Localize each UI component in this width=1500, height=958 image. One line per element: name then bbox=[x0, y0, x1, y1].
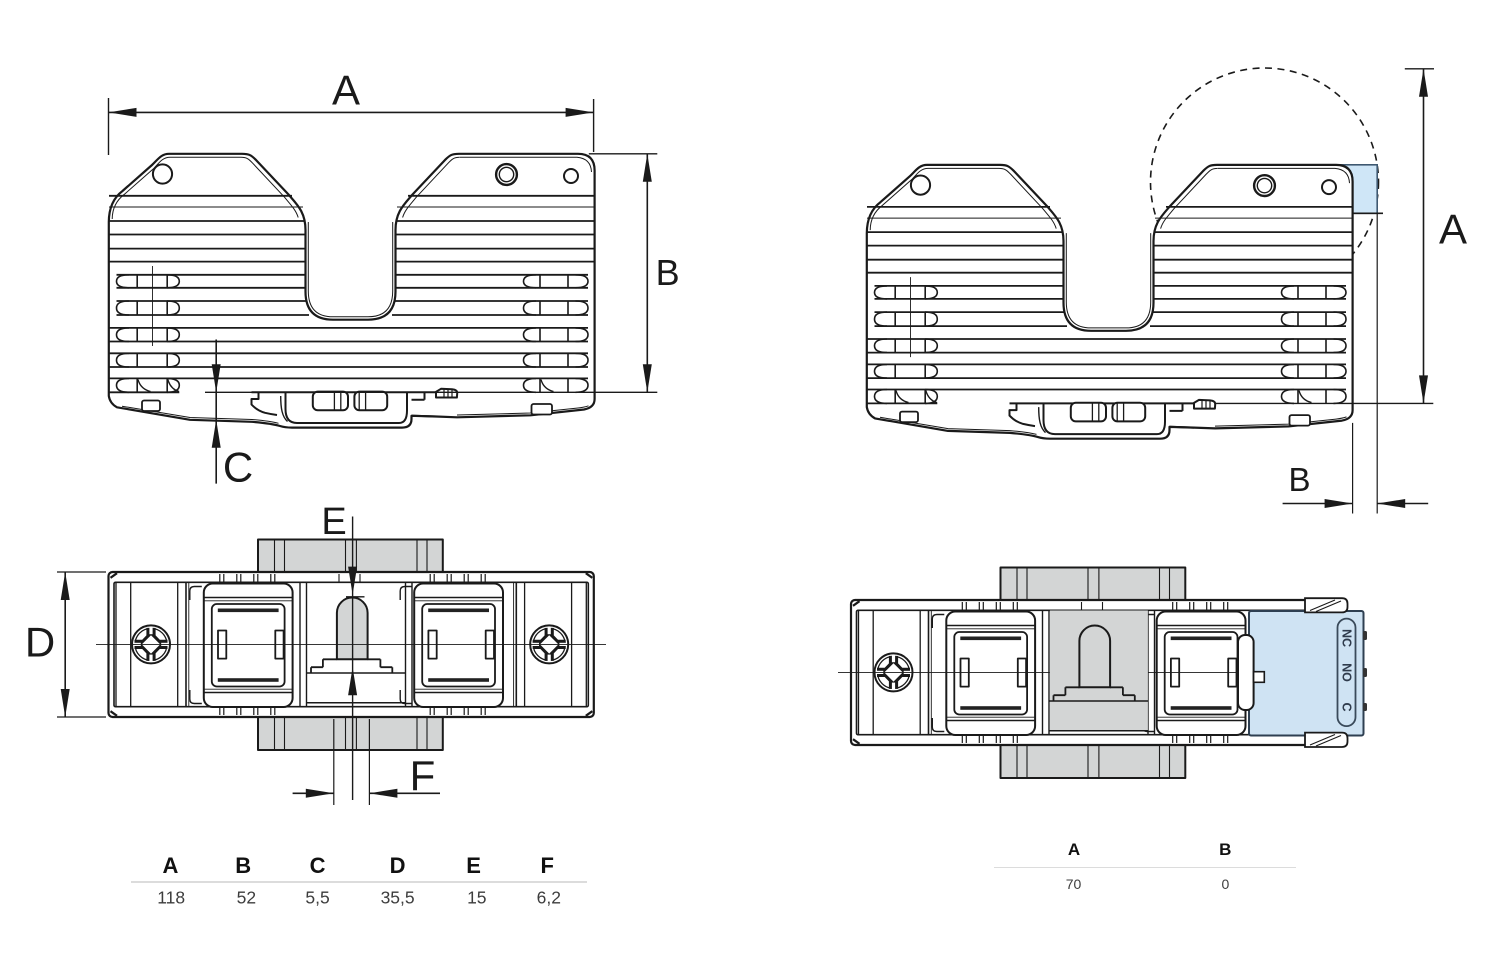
svg-text:C: C bbox=[1340, 702, 1354, 711]
svg-text:B: B bbox=[656, 252, 680, 293]
svg-text:NC: NC bbox=[1340, 629, 1354, 647]
svg-text:E: E bbox=[321, 501, 346, 543]
svg-text:B: B bbox=[1288, 461, 1310, 498]
svg-text:A: A bbox=[332, 67, 360, 114]
svg-text:D: D bbox=[25, 619, 55, 666]
svg-text:A: A bbox=[1439, 206, 1467, 253]
svg-text:NO: NO bbox=[1340, 663, 1354, 682]
svg-text:F: F bbox=[410, 752, 436, 799]
svg-text:C: C bbox=[223, 444, 253, 491]
